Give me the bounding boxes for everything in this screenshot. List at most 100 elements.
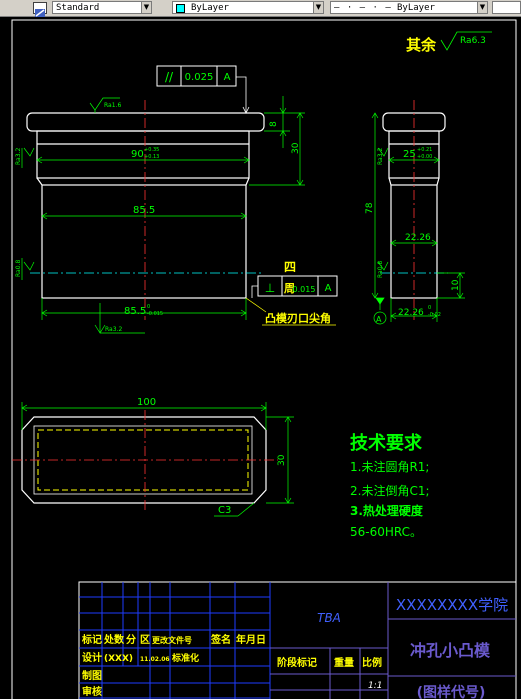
svg-text:Ra3.2: Ra3.2 [15,148,22,165]
svg-text:阶段标记: 阶段标记 [277,656,317,669]
svg-text:0.025: 0.025 [185,72,214,83]
svg-text:C3: C3 [218,505,231,516]
svg-text:+0.21: +0.21 [417,147,432,153]
svg-text:比例: 比例 [362,656,382,669]
svg-text:技术要求: 技术要求 [350,432,423,454]
svg-text:周: 周 [284,282,295,295]
svg-text:25: 25 [403,149,416,160]
drawing-canvas[interactable]: // 0.025 A 90 +0.35 +0.13 85.5 85.5 0 -0… [0,16,521,699]
toolbar-spacer [0,1,30,14]
school-name: XXXXXXXX学院 [396,596,508,614]
svg-text:11.02.06: 11.02.06 [140,656,170,663]
perpendicularity-tolerance-frame: 四 ⊥ 周 0.015 A [251,260,338,298]
dim-8: 8 [269,121,279,127]
svg-text:A: A [325,283,332,294]
svg-text:Ra1.6: Ra1.6 [104,102,121,109]
side-centerline [380,100,448,320]
layer-select[interactable]: ByLayer [172,1,314,14]
svg-text:A: A [224,72,231,83]
dim-85-5-bottom: 85.5 [124,306,146,317]
svg-text:56-60HRC。: 56-60HRC。 [350,525,422,539]
svg-text:+0.35: +0.35 [144,147,159,153]
svg-text:1:1: 1:1 [368,681,382,691]
svg-text:标准化: 标准化 [171,652,199,664]
text-style-select[interactable]: Standard [52,1,142,14]
dim-30: 30 [291,142,301,154]
svg-text:78: 78 [365,202,375,214]
general-roughness: 其余 Ra6.3 [406,31,492,54]
svg-text:Ra0.8: Ra0.8 [377,261,384,278]
dim-90: 90 [131,149,144,160]
properties-toolbar: Standard ▼ ByLayer ▼ — · — · — ByLayer ▼ [0,0,521,17]
svg-text:(XXX): (XXX) [104,654,133,664]
front-view [26,112,265,299]
svg-text:0.015: 0.015 [293,285,316,294]
svg-text:其余: 其余 [406,36,437,54]
svg-text:3.热处理硬度: 3.热处理硬度 [350,503,424,518]
svg-text:签名: 签名 [210,633,231,646]
svg-text:更改文件号: 更改文件号 [152,635,192,645]
svg-text:标记: 标记 [81,633,102,646]
svg-text:设计: 设计 [82,651,102,664]
linetype-label: ByLayer [397,3,435,13]
text-style-icon[interactable] [33,2,47,17]
layer-color-swatch-icon [176,4,185,13]
svg-text:2.未注倒角C1;: 2.未注倒角C1; [350,483,430,498]
svg-text:+0.13: +0.13 [144,154,159,160]
part-name: 冲孔小凸模 [410,641,491,660]
front-dimensions [21,96,305,334]
side-dimensions [371,112,465,325]
svg-text:10: 10 [451,279,461,291]
title-block: TBA XXXXXXXX学院 冲孔小凸模 (图样代号) 标记 处数 分 区 更改… [78,581,517,699]
tech-requirements: 技术要求 1.未注圆角R1; 2.未注倒角C1; 3.热处理硬度 56-60HR… [350,432,430,539]
svg-text:区: 区 [140,634,150,646]
datum-a-label: A [376,315,382,324]
chevron-down-icon[interactable]: ▼ [141,1,152,14]
svg-text:0: 0 [428,305,431,311]
sharp-edge-note: 凸模刃口尖角 [245,297,336,326]
front-dim-labels: 90 +0.35 +0.13 85.5 85.5 0 -0.015 8 30 R… [15,102,301,333]
front-lower-body [41,184,247,299]
linetype-select[interactable]: — · — · — ByLayer [330,1,478,14]
front-flange-outline [26,112,265,132]
svg-text:分: 分 [126,633,136,646]
svg-text:22.26: 22.26 [398,308,424,318]
svg-text:制图: 制图 [82,669,102,682]
front-centerline [30,100,262,320]
svg-text:22.26: 22.26 [405,233,431,243]
parallelism-tolerance-frame: // 0.025 A [156,65,237,87]
svg-text:1.未注圆角R1;: 1.未注圆角R1; [350,459,429,474]
svg-text:Ra3.2: Ra3.2 [377,148,384,165]
svg-text:+0.00: +0.00 [417,154,432,160]
front-upper-body [36,130,250,179]
svg-text:Ra6.3: Ra6.3 [460,36,486,46]
svg-text://: // [165,70,174,84]
top-dim-labels: 100 30 C3 [137,397,287,516]
drawing-code: (图样代号) [417,684,486,699]
tolerance-leader [236,76,250,114]
svg-text:四: 四 [284,260,296,274]
svg-text:⊥: ⊥ [265,281,275,295]
svg-text:处数: 处数 [103,633,125,646]
drawing-frame [11,19,517,699]
lineweight-select[interactable] [492,1,521,14]
svg-text:-0.015: -0.015 [147,311,163,317]
svg-text:0: 0 [147,304,150,310]
svg-text:30: 30 [277,454,287,466]
chevron-down-icon[interactable]: ▼ [313,1,324,14]
chevron-down-icon[interactable]: ▼ [477,1,488,14]
svg-text:审核: 审核 [82,685,102,698]
svg-text:凸模刃口尖角: 凸模刃口尖角 [265,311,331,325]
svg-text:重量: 重量 [334,656,354,669]
linetype-pattern: — · — · — [334,3,392,13]
svg-text:TBA: TBA [317,611,341,625]
svg-text:-0.02: -0.02 [428,312,441,318]
svg-text:100: 100 [137,397,156,408]
svg-text:年月日: 年月日 [236,633,266,646]
side-dim-labels: 25 +0.21 +0.00 22.26 22.26 0 -0.02 78 10… [365,147,461,324]
top-centerline [12,410,278,512]
top-dimensions [21,402,294,517]
dim-85-5-mid: 85.5 [133,205,155,216]
svg-text:Ra3.2: Ra3.2 [105,326,122,333]
svg-text:Ra0.8: Ra0.8 [15,260,22,277]
